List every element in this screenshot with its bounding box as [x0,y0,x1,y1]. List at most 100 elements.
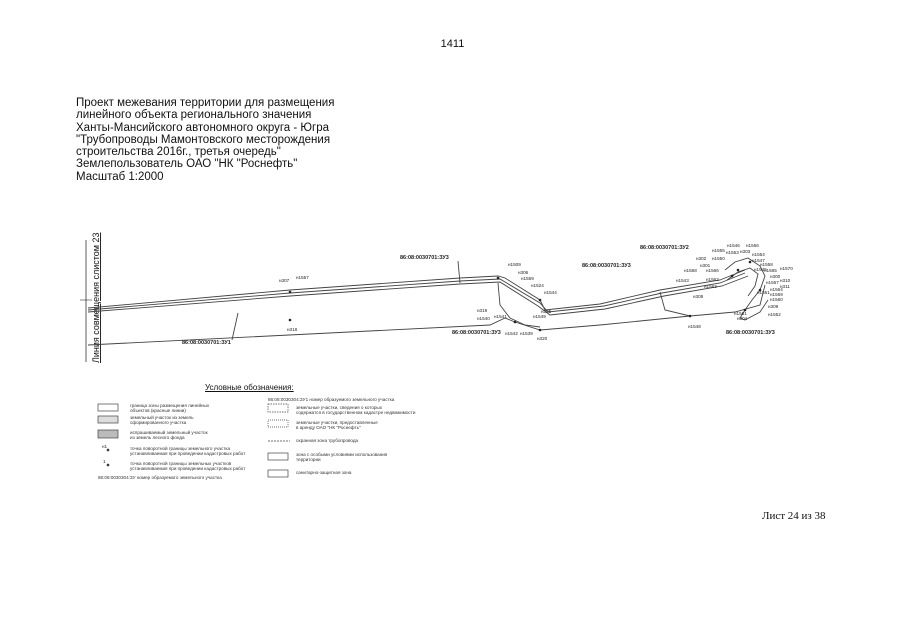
legend-text: устанавливаемая при проведении кадастров… [130,451,246,456]
legend-item: земельные участки, предоставленные в аре… [296,420,378,430]
point-label: н1547 [752,258,765,263]
point-label: н1563 [704,284,717,289]
point-label: н1557 [296,275,309,280]
point-label: н1548 [688,324,701,329]
leader-zu3-mid [457,260,461,284]
point-label: н1541 [494,314,507,319]
legend-text: граница зоны размещения линейных [130,403,210,408]
title-line: Проект межевания территории для размещен… [76,97,335,109]
legend-item: зона с особыми условиями использования т… [296,452,387,462]
legend-text: точка поворотной границы земельных участ… [130,461,232,466]
corridor-mid-link [497,282,541,328]
legend-point-code: 1 [103,459,106,464]
point-label: н1509 [508,262,521,267]
legend-text: испрашиваемый земельный участок [130,430,208,435]
legend-text: устанавливаемая при проведении кадастров… [130,466,246,471]
legend-text: 86:08:0030304:ЗУ номер образуемого земел… [98,475,222,480]
legend-text: земельные участки, предоставленные [296,420,378,425]
legend-swatch-forest [97,429,119,439]
leader-zu1 [231,312,239,341]
point-label: н310 [780,278,791,283]
legend-item: 86:08:0030304:ЗУ номер образуемого земел… [98,475,222,480]
legend-item: испрашиваемый земельный участок из земел… [130,430,208,440]
legend-swatch-parcel [97,415,119,424]
legend-symbols [97,403,290,478]
point-label: н1549 [533,314,546,319]
point-label: н1560 [770,297,783,302]
legend-text: земельные участки, сведения о которых [296,405,383,410]
legend-item: охранная зона трубопровода [296,438,358,443]
point-label: н1568 [684,268,697,273]
legend-text: точка поворотной границы земельного учас… [130,446,231,451]
legend-swatch-lease [267,419,289,428]
legend-item: земельные участки, сведения о которых со… [296,405,415,415]
corridor-lower-line [87,284,766,346]
parcel-label-zu2: 86:08:0030701:ЗУ2 [640,245,689,251]
legend-text: в аренду ОАО "НК "Роснефть" [296,425,361,430]
parcel-label-zu3-mid: 86:08:0030701:ЗУ3 [400,255,449,261]
title-line: Масштаб 1:2000 [76,170,164,183]
point-label: н1555 [712,248,725,253]
corridor-boundaries [87,257,769,346]
corridor-second-line [87,275,749,316]
point-label: н1546 [727,243,740,248]
vertex-marker [730,274,734,278]
point-label: н1551 [757,290,770,295]
legend-title: Условные обозначения: [205,383,294,392]
point-label: н319 [477,308,488,313]
vertex-marker [288,318,292,322]
vertex-marker [758,288,762,292]
legend-point-symbol [106,448,110,452]
point-label: н1553 [726,250,739,255]
point-label: н305 [541,309,552,314]
legend-swatch-zone [97,403,119,412]
legend-text: содержатся в государственном кадастре не… [296,410,416,415]
legend-text: зона с особыми условиями использования [296,452,388,457]
point-label: н309 [768,304,779,309]
point-label: н318 [287,327,298,332]
vertex-marker [743,308,747,312]
point-label: н1524 [531,283,544,288]
point-label: н1559 [521,276,534,281]
point-label: н1539 [520,331,533,336]
legend-point-symbol [106,463,110,467]
point-label: н1562 [706,277,719,282]
legend-item: 86:08:0030304:ЗУ1 номер образуемого земе… [268,397,394,402]
point-label: н304 [737,316,748,321]
parcel-label-zu3-left: 86:08:0030701:ЗУ3 [452,330,501,336]
point-label: н303 [740,249,751,254]
legend-text: из земель лесного фонда [130,435,185,440]
point-label: н301 [700,263,711,268]
right-cluster-outline [724,257,769,321]
vertex-marker [496,276,500,280]
vertex-marker [538,298,542,302]
parcel-label-zu1: 86:08:0030701:ЗУ1 [182,340,231,346]
point-label: н1540 [477,316,490,321]
vertex-marker [688,314,692,318]
point-label: н1554 [752,252,765,257]
point-label: н1566 [706,268,719,273]
point-label: н1556 [746,243,759,248]
parcel-label-zu3-right: 86:08:0030701:ЗУ3 [582,263,631,269]
vertex-marker [736,268,740,272]
point-label: н1558 [760,262,773,267]
title-line: Ханты-Мансийского автономного округа - Ю… [76,121,329,134]
point-label: н1569 [770,292,783,297]
right-cluster-inner [726,267,759,297]
title-line: Землепользователь ОАО "НК "Роснефть" [76,158,298,171]
title-line: линейного объекта регионального значения [76,109,312,122]
point-label: н1543 [676,278,689,283]
legend-item: точка поворотной границы земельных участ… [130,461,245,471]
vertex-marker [538,328,542,332]
legend-text: сформированного участка [130,420,187,425]
point-label: н311 [780,284,790,289]
point-label: н1544 [544,290,557,295]
legend-item: точка поворотной границы земельного учас… [130,446,245,456]
vertex-marker [748,260,752,264]
legend-text: 86:08:0030304:ЗУ1 номер образуемого земе… [268,397,395,402]
legend-item: санитарно-защитная зона [296,470,351,475]
vertex-marker [288,290,292,294]
legend-text: санитарно-защитная зона [296,470,352,475]
point-label: н1542 [505,331,518,336]
